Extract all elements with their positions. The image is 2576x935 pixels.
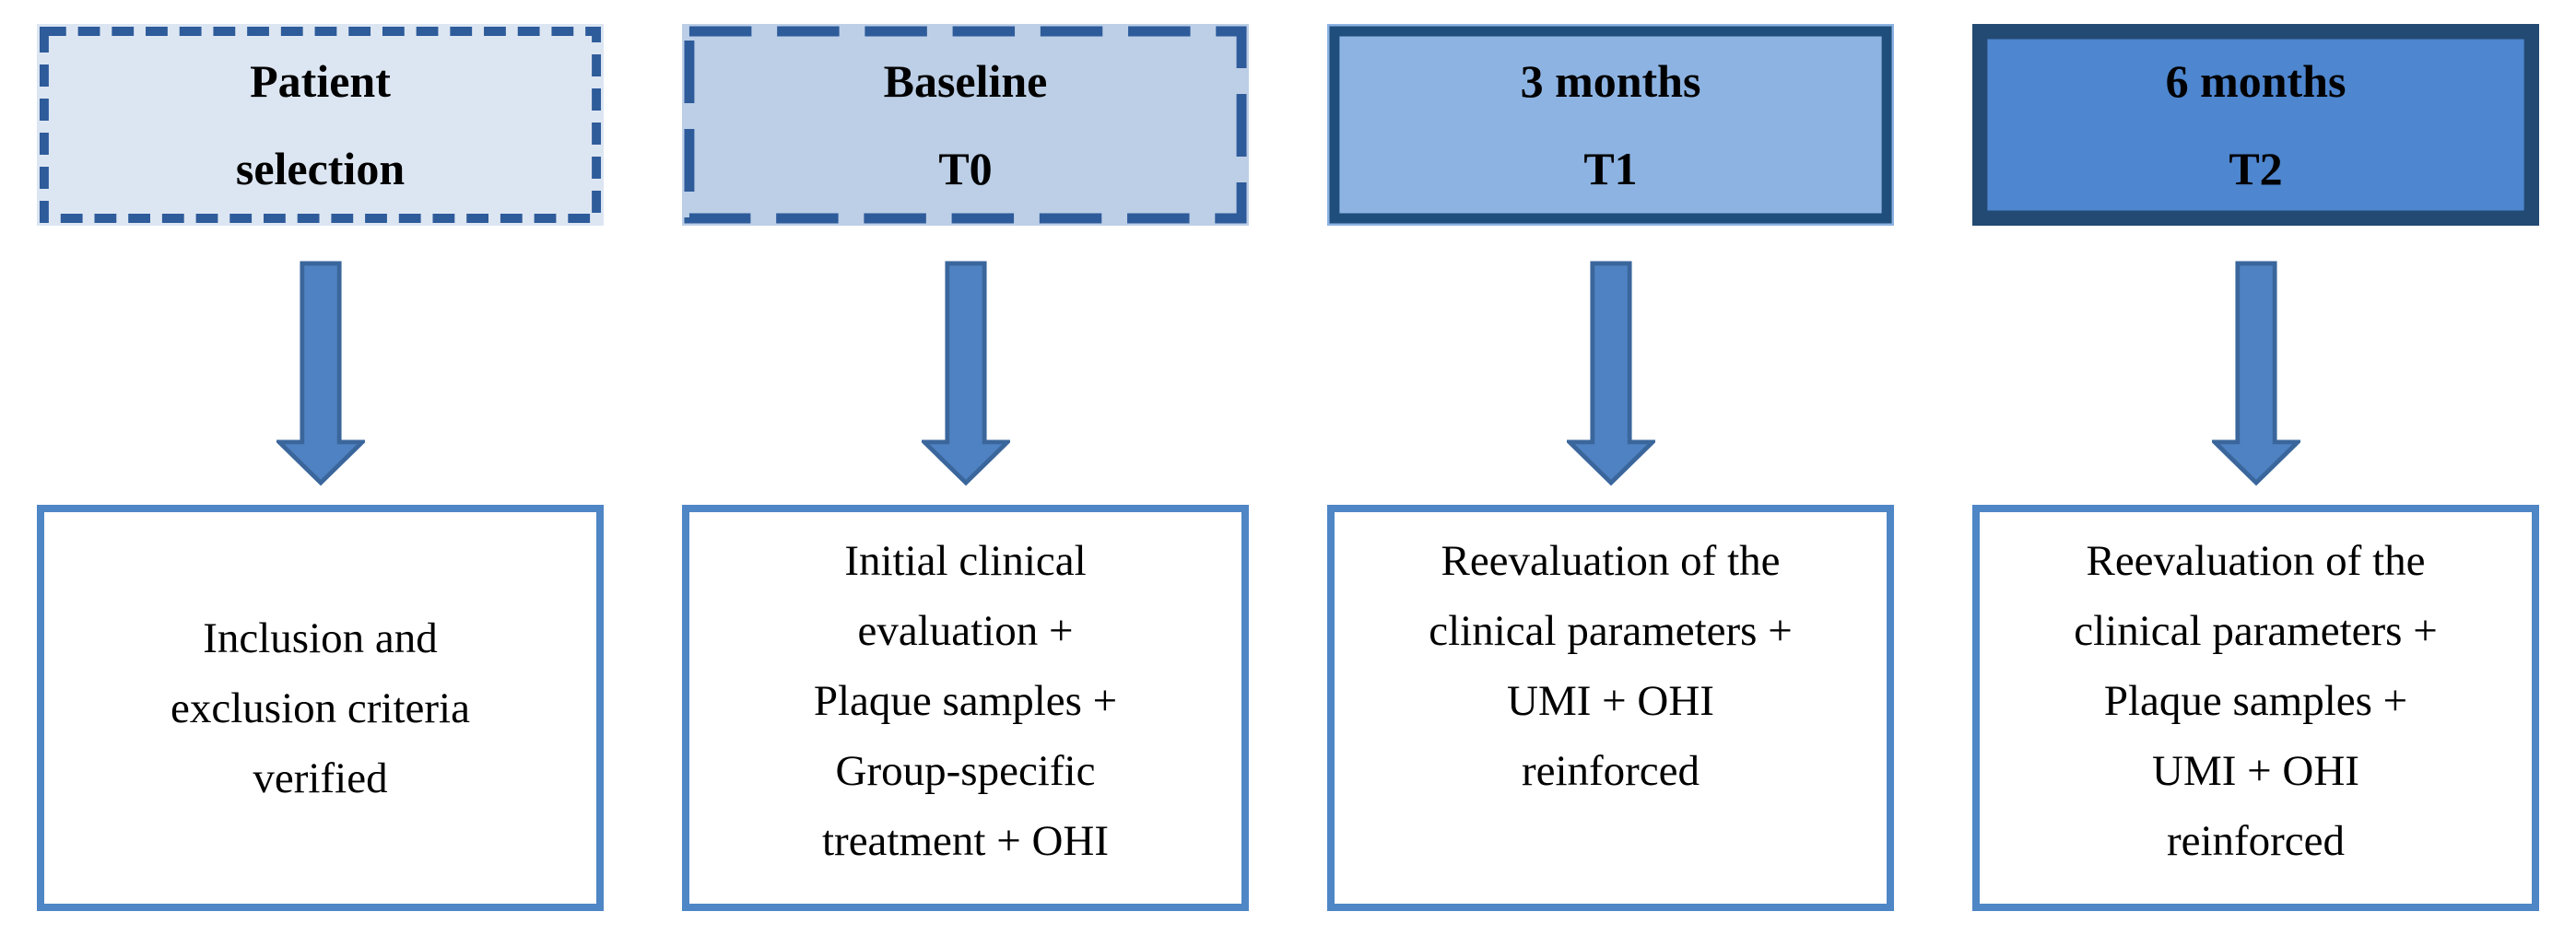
stage-box-6-months-t2: 6 months T2 <box>1972 24 2539 226</box>
column-baseline-t0: Baseline T0 Initial clinical evaluation … <box>682 24 1249 913</box>
stage-box-border <box>37 24 604 226</box>
detail-line: Inclusion and <box>203 614 438 662</box>
detail-line: UMI + OHI <box>2152 747 2359 795</box>
detail-line: reinforced <box>1521 747 1700 795</box>
column-patient-selection: Patient selection Inclusion and exclusio… <box>37 24 604 913</box>
detail-box-6-months-t2: Reevaluation of the clinical parameters … <box>1972 505 2539 911</box>
detail-line: Initial clinical <box>844 537 1087 585</box>
stage-label-line: selection <box>235 142 406 194</box>
down-arrow-icon <box>921 261 1010 486</box>
column-3-months-t1: 3 months T1 Reevaluation of the clinical… <box>1327 24 1894 913</box>
down-arrow-icon <box>276 261 365 486</box>
stage-box-border <box>1972 24 2539 226</box>
detail-line: Plaque samples + <box>813 677 1118 725</box>
detail-line: Reevaluation of the <box>2086 537 2426 585</box>
stage-label-line: T0 <box>938 142 993 194</box>
stage-label-line: Baseline <box>883 54 1048 107</box>
detail-line: verified <box>253 754 388 802</box>
detail-line: evaluation + <box>857 607 1074 655</box>
detail-line: UMI + OHI <box>1507 677 1714 725</box>
stage-box-patient-selection: Patient selection <box>37 24 604 226</box>
detail-line: Group-specific <box>835 747 1096 795</box>
stage-label-line: T1 <box>1583 142 1638 194</box>
stage-label-line: T2 <box>2229 142 2283 194</box>
stage-label: Baseline T0 <box>682 24 1249 226</box>
detail-line: clinical parameters + <box>2074 607 2438 655</box>
stage-box-baseline-t0: Baseline T0 <box>682 24 1249 226</box>
detail-line: Reevaluation of the <box>1441 537 1781 585</box>
down-arrow-icon <box>2211 261 2300 486</box>
column-6-months-t2: 6 months T2 Reevaluation of the clinical… <box>1972 24 2539 913</box>
stage-box-border <box>682 24 1249 226</box>
stage-box-border <box>1327 24 1894 226</box>
detail-line: treatment + OHI <box>821 817 1109 865</box>
detail-line: reinforced <box>2166 817 2346 865</box>
stage-label: Patient selection <box>37 24 604 226</box>
stage-label-line: 3 months <box>1520 54 1701 107</box>
stage-label-line: Patient <box>250 54 391 107</box>
detail-line: Plaque samples + <box>2103 677 2408 725</box>
detail-line: exclusion criteria <box>171 684 470 732</box>
detail-line: clinical parameters + <box>1429 607 1793 655</box>
detail-box-baseline-t0: Initial clinical evaluation + Plaque sam… <box>682 505 1249 911</box>
down-arrow-icon <box>1566 261 1655 486</box>
stage-label: 6 months T2 <box>1972 24 2539 226</box>
stage-label: 3 months T1 <box>1327 24 1894 226</box>
detail-box-patient-selection: Inclusion and exclusion criteria verifie… <box>37 505 604 911</box>
stage-label-line: 6 months <box>2165 54 2347 107</box>
stage-box-3-months-t1: 3 months T1 <box>1327 24 1894 226</box>
detail-box-3-months-t1: Reevaluation of the clinical parameters … <box>1327 505 1894 911</box>
